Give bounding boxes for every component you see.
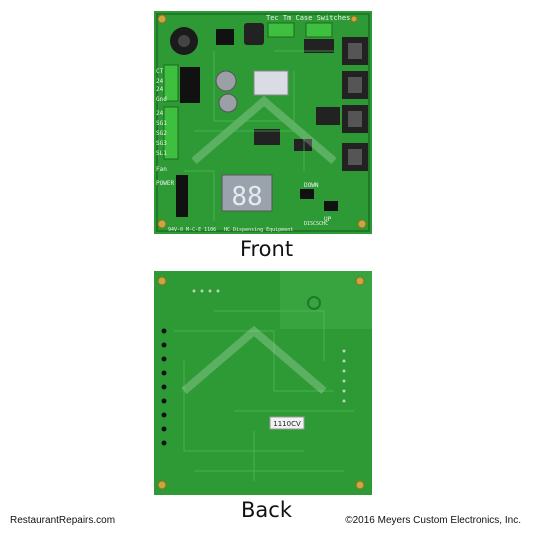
silk-label-gnd: Gnd xyxy=(156,96,167,103)
pcb-front-photo: 88 Tec Tm Case Switches CT 24 24 Gnd 24 … xyxy=(154,11,372,234)
silk-label-down: DOWN xyxy=(304,182,319,189)
silk-label-24b: 24 xyxy=(156,86,164,93)
footer-copyright: ©2016 Meyers Custom Electronics, Inc. xyxy=(345,515,521,526)
silk-label-sg3: SG3 xyxy=(156,140,167,147)
silk-label-24c: 24 xyxy=(156,110,164,117)
silk-label-power: POWER xyxy=(156,180,174,187)
silk-label-sg2: SG2 xyxy=(156,130,167,137)
silk-label-sl1: SL1 xyxy=(156,150,167,157)
silk-label-fan: Fan xyxy=(156,166,167,173)
silk-label-sg1: SG1 xyxy=(156,120,167,127)
silk-label-ct: CT xyxy=(156,68,164,75)
back-sticker-label: 1110CV xyxy=(273,420,301,428)
silk-header: Tec Tm Case Switches xyxy=(266,14,350,22)
silk-footer-right: DISCSCHC xyxy=(304,221,328,227)
footer-site-name: RestaurantRepairs.com xyxy=(10,515,116,526)
pcb-back-photo: 1110CV xyxy=(154,271,372,495)
pcb-back-image: 1110CV xyxy=(154,271,372,495)
svg-text:88: 88 xyxy=(231,182,262,212)
silk-label-up: UP xyxy=(324,216,332,223)
front-caption: Front xyxy=(239,237,294,261)
silk-footer-left: 94V-0 M-C-E 1106 xyxy=(168,227,216,233)
pcb-front-image: 88 Tec Tm Case Switches CT 24 24 Gnd 24 … xyxy=(154,11,372,234)
silk-label-24a: 24 xyxy=(156,78,164,85)
silk-footer-mid: HC Dispensing Equipment xyxy=(224,227,293,233)
back-caption: Back xyxy=(241,498,292,522)
